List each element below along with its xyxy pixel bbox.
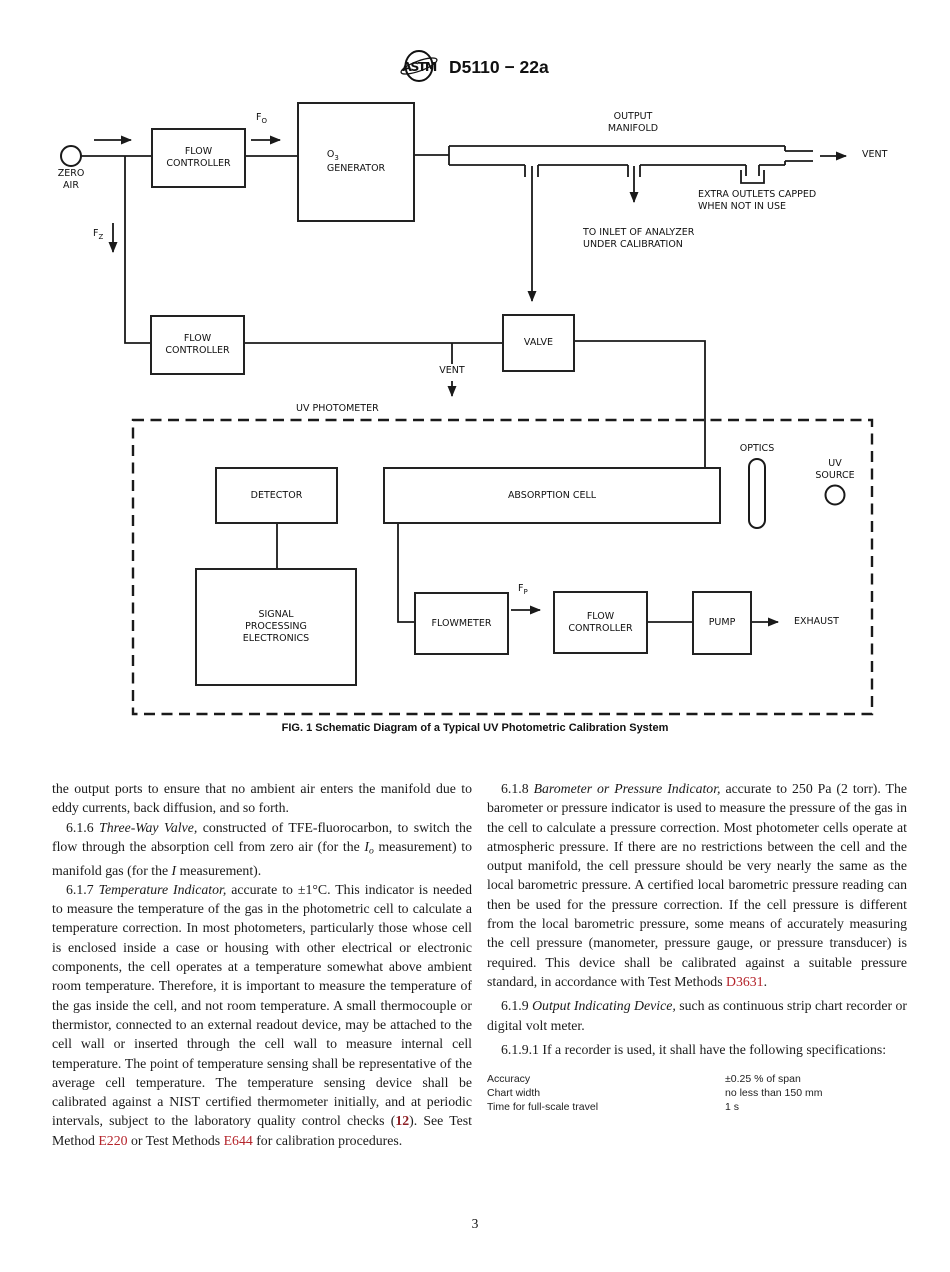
- text-segment: ). See Test Method: [52, 1113, 472, 1148]
- text-segment: 6.1.7: [66, 881, 99, 897]
- text-segment: constructed of TFE-fluorocarbon, to swit…: [52, 819, 473, 854]
- text-segment: 6.1.8: [501, 781, 534, 796]
- text-segment: I: [171, 862, 177, 878]
- uv-photometer-enclosure: [131, 418, 874, 716]
- fz-label: FZ: [93, 228, 104, 241]
- doc-number: D5110 − 22a: [449, 57, 549, 77]
- pump-box: PUMP: [692, 591, 752, 655]
- valve-box: VALVE: [502, 314, 575, 372]
- vent-right-label: VENT: [862, 149, 888, 160]
- spec-label: Chart width: [487, 1087, 541, 1100]
- paragraph-6-1-9-1: 6.1.9.1 If a recorder is used, it shall …: [487, 1040, 907, 1059]
- text-segment: accurate to 250 Pa (2 torr). The baromet…: [487, 781, 907, 989]
- text-segment: 12: [395, 1113, 410, 1129]
- vent-mid-label: VENT: [439, 365, 465, 376]
- flow-controller-1-box: FLOW CONTROLLER: [151, 128, 246, 188]
- page-number: 3: [471, 1216, 479, 1231]
- text-segment: measurement).: [176, 862, 262, 878]
- astm-logo: ASTM: [400, 50, 438, 82]
- uv-source-lamp: [824, 484, 846, 506]
- left-column: the output ports to ensure that no ambie…: [52, 779, 472, 1150]
- spec-row-travel-time: Time for full-scale travel 1 s: [487, 1100, 907, 1114]
- paragraph-6-1-9: 6.1.9 Output Indicating Device, such as …: [487, 996, 907, 1035]
- signal-processing-electronics-box: SIGNAL PROCESSING ELECTRONICS: [195, 568, 357, 686]
- spec-value: no less than 150 mm: [725, 1087, 823, 1100]
- spec-row-accuracy: Accuracy ±0.25 % of span: [487, 1072, 907, 1086]
- text-segment: .: [763, 973, 768, 989]
- fp-label: FP: [518, 583, 528, 596]
- flowmeter-box: FLOWMETER: [414, 592, 509, 655]
- text-segment: measurement) to manifold gas (for the: [52, 838, 472, 878]
- o3-generator-label: O3 GENERATOR: [326, 149, 386, 174]
- text-segment: Temperature Indicator,: [98, 881, 227, 897]
- figure-caption: FIG. 1 Schematic Diagram of a Typical UV…: [281, 722, 669, 734]
- paragraph-6-1-8: 6.1.8 Barometer or Pressure Indicator, a…: [487, 779, 907, 991]
- spec-value: ±0.25 % of span: [725, 1073, 801, 1086]
- spec-value: 1 s: [725, 1101, 740, 1114]
- spec-label: Time for full-scale travel: [487, 1101, 599, 1114]
- to-inlet-label: TO INLET OF ANALYZER UNDER CALIBRATION: [583, 227, 695, 250]
- o3-generator-box: O3 GENERATOR: [297, 102, 415, 222]
- paragraph-6-1-6: 6.1.6 Three-Way Valve, constructed of TF…: [52, 818, 472, 880]
- text-segment: Barometer or Pressure Indicator,: [533, 781, 721, 796]
- paragraph-continuation: the output ports to ensure that no ambie…: [52, 779, 472, 818]
- reference-link[interactable]: D3631: [726, 973, 764, 989]
- zero-air-label: ZERO AIR: [57, 168, 85, 191]
- figure-1-diagram: FLOW CONTROLLER O3 GENERATOR FLOW CONTRO…: [57, 102, 888, 734]
- text-segment: such as continuous strip chart recorder …: [487, 998, 908, 1033]
- flow-controller-2-box: FLOW CONTROLLER: [150, 315, 245, 375]
- text-segment: o: [368, 845, 374, 857]
- output-manifold-label: OUTPUT MANIFOLD: [607, 111, 659, 134]
- text-segment: or Test Methods: [127, 1132, 224, 1148]
- flow-controller-3-box: FLOW CONTROLLER: [553, 591, 648, 654]
- fo-label: FO: [256, 112, 267, 125]
- text-segment: Three-Way Valve,: [99, 819, 198, 835]
- zero-air-port: [60, 145, 82, 167]
- reference-link[interactable]: E644: [223, 1132, 253, 1148]
- uv-source-label: UV SOURCE: [815, 458, 855, 481]
- recorder-spec-table: Accuracy ±0.25 % of span Chart width no …: [487, 1072, 907, 1114]
- astm-logo-text: ASTM: [402, 59, 437, 74]
- text-segment: 6.1.6: [66, 819, 100, 835]
- output-manifold-shape: [448, 145, 813, 184]
- reference-link[interactable]: E220: [98, 1132, 128, 1148]
- detector-box: DETECTOR: [215, 467, 338, 524]
- text-segment: for calibration procedures.: [252, 1132, 403, 1148]
- uv-photometer-label: UV PHOTOMETER: [296, 403, 379, 414]
- extra-outlets-label: EXTRA OUTLETS CAPPED WHEN NOT IN USE: [698, 189, 817, 212]
- spec-row-chart-width: Chart width no less than 150 mm: [487, 1086, 907, 1100]
- text-segment: accurate to ±1°C. This indicator is need…: [52, 881, 473, 1129]
- exhaust-label: EXHAUST: [794, 616, 839, 627]
- right-column: 6.1.8 Barometer or Pressure Indicator, a…: [487, 779, 907, 1114]
- text-segment: 6.1.9: [501, 998, 533, 1014]
- absorption-cell-box: ABSORPTION CELL: [383, 467, 721, 524]
- diagram-connectors: [60, 135, 874, 716]
- optics-element: [748, 458, 766, 529]
- spec-label: Accuracy: [487, 1073, 531, 1086]
- text-segment: I: [364, 838, 369, 854]
- paragraph-6-1-7: 6.1.7 Temperature Indicator, accurate to…: [52, 880, 472, 1150]
- optics-label: OPTICS: [739, 443, 775, 454]
- text-segment: 6.1.9.1 If a recorder is used, it shall …: [501, 1041, 887, 1057]
- text-segment: Output Indicating Device,: [532, 998, 676, 1014]
- text-segment: the output ports to ensure that no ambie…: [52, 781, 472, 816]
